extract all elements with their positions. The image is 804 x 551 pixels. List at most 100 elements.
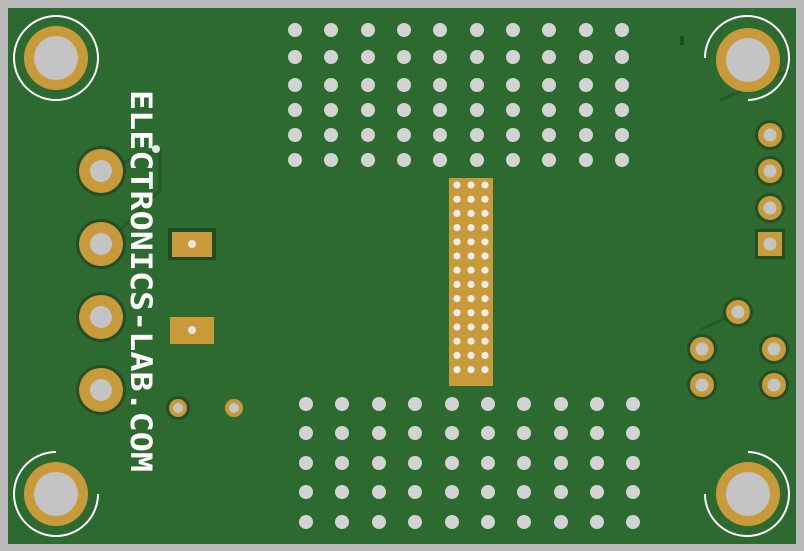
- via: [467, 252, 475, 260]
- via: [481, 195, 489, 203]
- mounting-hole-top-right: [704, 15, 790, 101]
- via: [408, 515, 422, 529]
- via: [299, 515, 313, 529]
- via: [481, 224, 489, 232]
- via-single: [152, 145, 160, 153]
- via: [481, 238, 489, 246]
- via: [453, 337, 461, 345]
- via: [467, 224, 475, 232]
- mounting-hole-bottom-right: [704, 451, 790, 537]
- via: [542, 23, 556, 37]
- via: [517, 426, 531, 440]
- via: [324, 128, 338, 142]
- via: [299, 456, 313, 470]
- left-connector-pads: [76, 146, 126, 415]
- via: [361, 23, 375, 37]
- via: [481, 209, 489, 217]
- via: [542, 153, 556, 167]
- via: [467, 195, 475, 203]
- via: [470, 50, 484, 64]
- via: [481, 252, 489, 260]
- via: [408, 456, 422, 470]
- via: [481, 280, 489, 288]
- cluster-hole: [695, 378, 709, 392]
- via: [626, 426, 640, 440]
- via: [372, 426, 386, 440]
- mounting-hole-bottom-left: [13, 451, 99, 537]
- via: [626, 456, 640, 470]
- via: [408, 397, 422, 411]
- via: [335, 397, 349, 411]
- via: [467, 337, 475, 345]
- via: [481, 515, 495, 529]
- via: [542, 128, 556, 142]
- via: [397, 153, 411, 167]
- via: [470, 23, 484, 37]
- via: [299, 397, 313, 411]
- right-cluster-pads: [687, 297, 789, 400]
- via: [372, 397, 386, 411]
- via: [481, 397, 495, 411]
- mounting-hole-top-left: [13, 15, 99, 101]
- header-hole: [763, 128, 777, 142]
- via: [453, 266, 461, 274]
- via: [397, 78, 411, 92]
- via: [542, 78, 556, 92]
- via: [445, 515, 459, 529]
- via: [453, 238, 461, 246]
- via: [481, 456, 495, 470]
- via: [299, 426, 313, 440]
- via: [361, 78, 375, 92]
- via: [506, 153, 520, 167]
- via: [467, 323, 475, 331]
- via: [433, 23, 447, 37]
- via: [335, 456, 349, 470]
- via: [453, 309, 461, 317]
- via: [467, 209, 475, 217]
- via: [408, 485, 422, 499]
- small-pad-1: [166, 396, 190, 420]
- cluster-hole: [767, 342, 781, 356]
- via: [554, 397, 568, 411]
- via: [481, 351, 489, 359]
- silk-mark: [680, 36, 684, 45]
- via: [615, 23, 629, 37]
- header-hole: [763, 164, 777, 178]
- via: [615, 103, 629, 117]
- via: [361, 103, 375, 117]
- via: [517, 397, 531, 411]
- smd-pad-1-via: [188, 240, 196, 248]
- via: [506, 50, 520, 64]
- connector-hole: [90, 160, 112, 182]
- via: [470, 153, 484, 167]
- via: [453, 209, 461, 217]
- silkscreen-text: ELECTRONICS-LAB.COM: [124, 90, 158, 472]
- via: [445, 485, 459, 499]
- via: [579, 23, 593, 37]
- cluster-hole: [767, 378, 781, 392]
- header-hole: [763, 237, 777, 251]
- via: [445, 397, 459, 411]
- via: [481, 266, 489, 274]
- via: [288, 23, 302, 37]
- via: [615, 153, 629, 167]
- via: [542, 50, 556, 64]
- via: [470, 103, 484, 117]
- via: [433, 50, 447, 64]
- via: [453, 323, 461, 331]
- via: [467, 181, 475, 189]
- via: [554, 456, 568, 470]
- via: [590, 397, 604, 411]
- via: [408, 426, 422, 440]
- via: [324, 50, 338, 64]
- via: [433, 78, 447, 92]
- via: [626, 515, 640, 529]
- via: [615, 78, 629, 92]
- via: [361, 128, 375, 142]
- via: [626, 397, 640, 411]
- via: [453, 224, 461, 232]
- via: [481, 485, 495, 499]
- via: [397, 23, 411, 37]
- via: [506, 128, 520, 142]
